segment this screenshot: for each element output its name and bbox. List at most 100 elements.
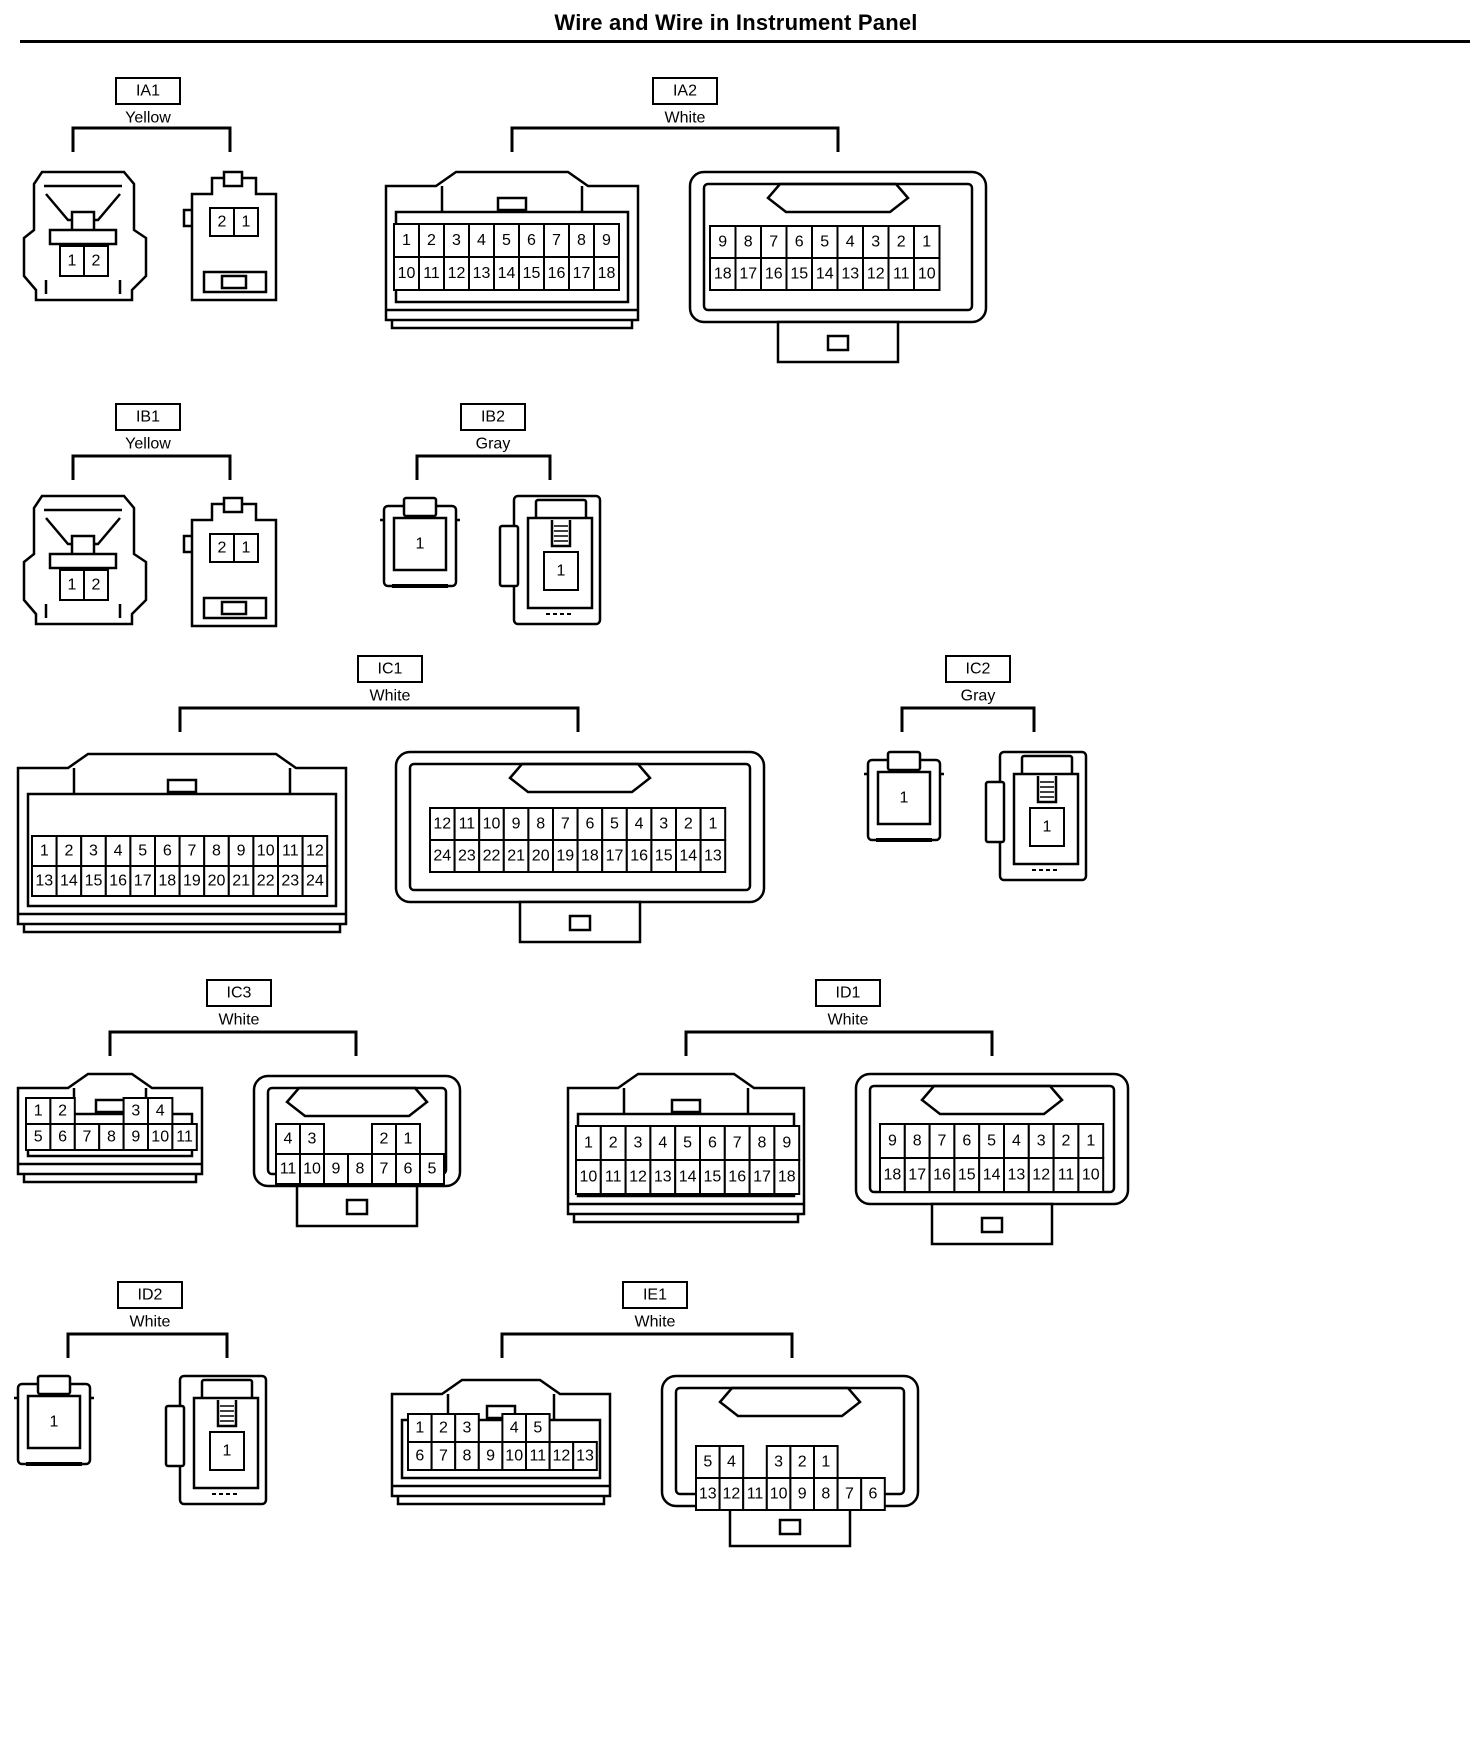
pin-cell [887,225,915,259]
pin-label: 21 [232,873,250,890]
pin-label: 12 [867,266,885,283]
connector-outline [216,1400,238,1428]
pin-label: 16 [109,873,127,890]
pin-label: 15 [704,1169,722,1186]
pin-label: 6 [962,1133,971,1150]
pin-cell [443,223,470,258]
pin-cell [40,1408,68,1436]
connector-outline [22,170,148,302]
connector-outline [518,900,642,944]
pin-label: 22 [483,848,501,865]
connector-outline [16,752,348,926]
pin-cell [599,1159,627,1195]
pin-label: 2 [427,232,436,249]
connector-outline [886,750,922,772]
pin-label: 8 [463,1448,472,1465]
connector-outline [44,280,122,294]
pin-cell [575,1125,602,1161]
connector-outline [984,780,1006,844]
connector-outline [402,496,438,518]
pin-cell [83,245,109,277]
pin-label: 6 [869,1486,878,1503]
connector-id: IA1 [136,83,160,100]
pin-label: 13 [841,266,859,283]
connector-outline [510,126,840,152]
pin-label: 16 [765,266,783,283]
pin-label: 15 [523,265,541,282]
pin-label: 1 [50,1414,59,1431]
pin-label: 13 [576,1448,594,1465]
pin-cell [699,839,727,873]
pin-label: 9 [131,1129,140,1146]
connector-outline [44,604,122,618]
pin-label: 21 [507,848,525,865]
pin-cell [301,835,329,867]
pin-cell [277,865,304,897]
pin-label: 7 [187,843,196,860]
pin-label: 3 [131,1103,140,1120]
pin-cell [209,1431,245,1471]
pin-cell [593,223,620,258]
connector-outline [980,1216,1004,1234]
pin-cell [953,1123,981,1159]
connector-outline [392,516,448,572]
pin-label: 18 [581,848,599,865]
pin-label: 24 [433,848,451,865]
pin-label: 10 [483,816,501,833]
pin-label: 8 [356,1161,365,1178]
pin-cell [227,835,255,867]
connector-outline [498,524,520,588]
pin-cell [552,839,579,873]
pin-label: 8 [758,1135,767,1152]
pin-cell [301,865,329,897]
page-title: Wire and Wire in Instrument Panel [554,10,918,35]
male-connector: 1 [984,750,1088,882]
pin-label: 7 [561,816,570,833]
pin-label: 16 [933,1167,951,1184]
pin-label: 4 [635,816,644,833]
pin-label: 3 [774,1454,783,1471]
connector-color: White [828,1012,869,1029]
connector-color: White [665,110,706,127]
pin-label: 9 [798,1486,807,1503]
pin-label: 19 [183,873,201,890]
connector-color: White [635,1314,676,1331]
connector-outline [390,1378,612,1498]
pin-label: 9 [237,843,246,860]
pin-label: 23 [458,848,476,865]
pin-label: 18 [158,873,176,890]
pin-label: 12 [723,1486,741,1503]
pin-label: 14 [679,1169,697,1186]
pin-cell [453,807,481,841]
pin-cell [723,1159,751,1195]
connector-outline [178,706,580,732]
pin-cell [233,533,259,563]
pin-label: 16 [630,848,648,865]
pin-label: 9 [332,1161,341,1178]
connector-outline [568,914,592,932]
connector-color: Gray [476,436,511,453]
connector-id-box [206,979,272,1007]
pin-cell [572,1441,598,1471]
pin-label: 16 [728,1169,746,1186]
pin-label: 5 [138,843,147,860]
pin-cell [129,835,156,867]
pin-label: 17 [573,265,591,282]
pin-label: 18 [884,1167,902,1184]
connector-id: IE1 [643,1287,667,1304]
pin-cell [518,256,545,291]
pin-label: 1 [242,214,251,231]
pin-label: 1 [40,843,49,860]
male-connector: 1 [164,1374,268,1506]
pin-cell [299,1123,325,1155]
connector-outline [345,1198,369,1216]
pin-label: 5 [34,1129,43,1146]
pin-label: 3 [89,843,98,860]
pin-label: 4 [658,1135,667,1152]
